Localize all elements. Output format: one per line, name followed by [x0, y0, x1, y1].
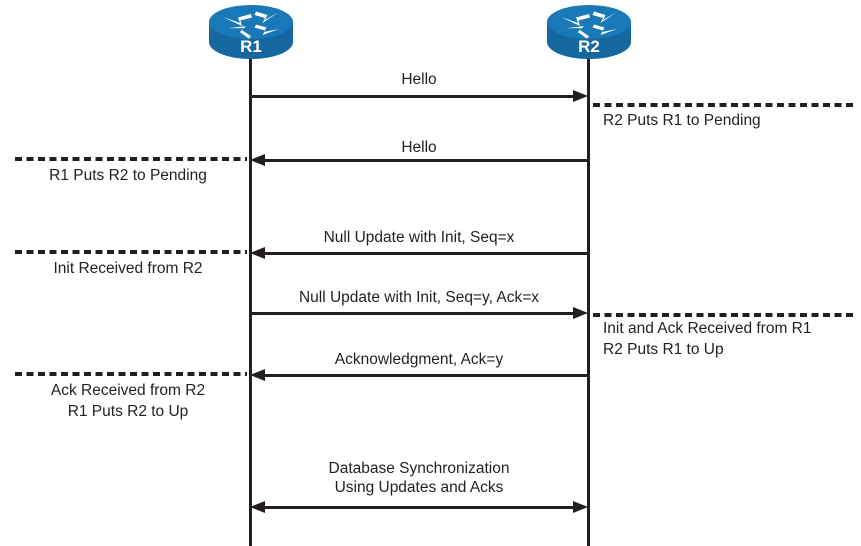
note-text-line: R2 Puts R1 to Pending	[603, 112, 761, 129]
note-dashed-line	[593, 103, 857, 107]
arrow-line	[263, 374, 588, 377]
lifeline-r1	[249, 56, 252, 546]
note-text-line: Init and Ack Received from R1	[603, 320, 812, 337]
note-dashed-line	[593, 313, 857, 317]
note-dashed-line	[15, 250, 247, 254]
message-label: Null Update with Init, Seq=y, Ack=x	[298, 289, 540, 306]
arrow-head-left	[250, 369, 265, 381]
note-text-line: R2 Puts R1 to Up	[603, 341, 724, 358]
arrow-line	[263, 252, 588, 255]
node-label-r2: R2	[578, 37, 600, 56]
note-dashed-line	[15, 157, 247, 161]
router-icon: R1	[207, 2, 295, 60]
note-dashed-line	[15, 372, 247, 376]
arrow-line	[263, 506, 575, 509]
note-text: Init Received from R2	[12, 258, 244, 279]
note-text: Init and Ack Received from R1 R2 Puts R1…	[603, 318, 812, 360]
note-text: R2 Puts R1 to Pending	[603, 110, 761, 131]
note-text: R1 Puts R2 to Pending	[12, 165, 244, 186]
note-text-line: R1 Puts R2 to Up	[67, 403, 189, 420]
arrow-head-right	[573, 307, 588, 319]
router-icon: R2	[545, 2, 633, 60]
note-text-line: Init Received from R2	[53, 260, 203, 277]
message-label-line: Using Updates and Acks	[334, 479, 504, 496]
arrow-line	[250, 312, 575, 315]
arrow-head-right	[573, 90, 588, 102]
node-label-r1: R1	[240, 37, 262, 56]
arrow-head-left	[250, 154, 265, 166]
note-text: Ack Received from R2 R1 Puts R2 to Up	[12, 380, 244, 422]
message-label: Database Synchronization Using Updates a…	[250, 459, 588, 497]
message-label: Acknowledgment, Ack=y	[334, 351, 504, 368]
note-text-line: R1 Puts R2 to Pending	[49, 167, 207, 184]
message-label-line: Database Synchronization	[328, 460, 510, 477]
note-text-line: Ack Received from R2	[50, 382, 206, 399]
arrow-line	[250, 95, 575, 98]
lifeline-r2	[587, 56, 590, 546]
message-label: Hello	[401, 71, 437, 88]
arrow-head-left	[250, 247, 265, 259]
message-label: Hello	[401, 139, 437, 156]
arrow-line	[263, 159, 588, 162]
arrow-head-right	[573, 501, 588, 513]
node-r1[interactable]: R1	[205, 2, 297, 60]
message-label: Null Update with Init, Seq=x	[323, 229, 515, 246]
node-r2[interactable]: R2	[543, 2, 635, 60]
arrow-head-left	[250, 501, 265, 513]
